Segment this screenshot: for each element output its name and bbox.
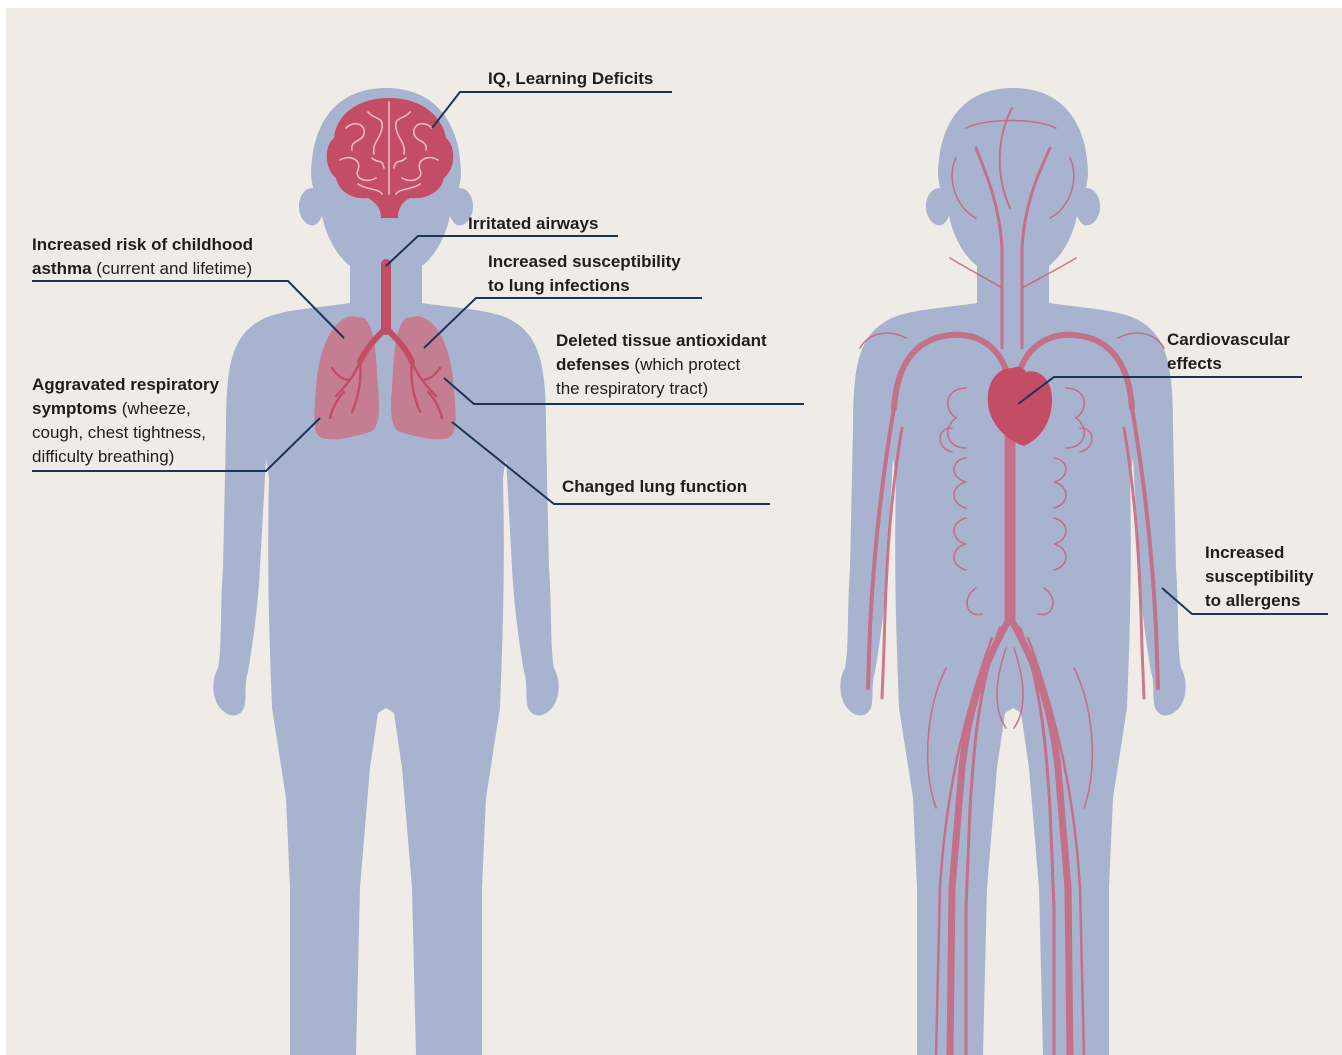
label-respiratory-bold: symptoms [32, 399, 117, 418]
label-antioxidant-line1: Deleted tissue antioxidant [556, 331, 767, 350]
label-cardio-line2: effects [1167, 354, 1222, 373]
label-changed-lung-function: Changed lung function [562, 475, 747, 499]
label-infections-line1: Increased susceptibility [488, 252, 681, 271]
label-iq-learning-deficits: IQ, Learning Deficits [488, 67, 653, 91]
label-respiratory-normal3: difficulty breathing) [32, 447, 174, 466]
label-cardiovascular-effects: Cardiovascular effects [1167, 328, 1290, 376]
figure-canvas: IQ, Learning Deficits Irritated airways … [6, 8, 1342, 1055]
label-antioxidant-normal1: (which protect [630, 355, 741, 374]
illustration [6, 8, 1342, 1055]
label-respiratory-symptoms: Aggravated respiratory symptoms (wheeze,… [32, 373, 219, 469]
label-lung-function-text: Changed lung function [562, 477, 747, 496]
label-irritated-text: Irritated airways [468, 214, 598, 233]
label-irritated-airways: Irritated airways [468, 212, 598, 236]
label-respiratory-line1: Aggravated respiratory [32, 375, 219, 394]
label-childhood-asthma: Increased risk of childhood asthma (curr… [32, 233, 253, 281]
label-antioxidant-defenses: Deleted tissue antioxidant defenses (whi… [556, 329, 767, 401]
label-allergens-line2: susceptibility [1205, 567, 1314, 586]
label-allergens-line3: to allergens [1205, 591, 1300, 610]
label-respiratory-normal2: cough, chest tightness, [32, 423, 206, 442]
label-asthma-normal: (current and lifetime) [92, 259, 253, 278]
label-cardio-line1: Cardiovascular [1167, 330, 1290, 349]
label-antioxidant-normal2: the respiratory tract) [556, 379, 708, 398]
label-allergens-line1: Increased [1205, 543, 1284, 562]
label-respiratory-normal1: (wheeze, [117, 399, 191, 418]
label-asthma-line1: Increased risk of childhood [32, 235, 253, 254]
label-antioxidant-bold: defenses [556, 355, 630, 374]
label-infections-line2: to lung infections [488, 276, 630, 295]
label-asthma-bold: asthma [32, 259, 92, 278]
label-allergens: Increased susceptibility to allergens [1205, 541, 1314, 613]
label-iq-text: IQ, Learning Deficits [488, 69, 653, 88]
leader-line-iq [432, 92, 672, 128]
label-lung-infections: Increased susceptibility to lung infecti… [488, 250, 681, 298]
